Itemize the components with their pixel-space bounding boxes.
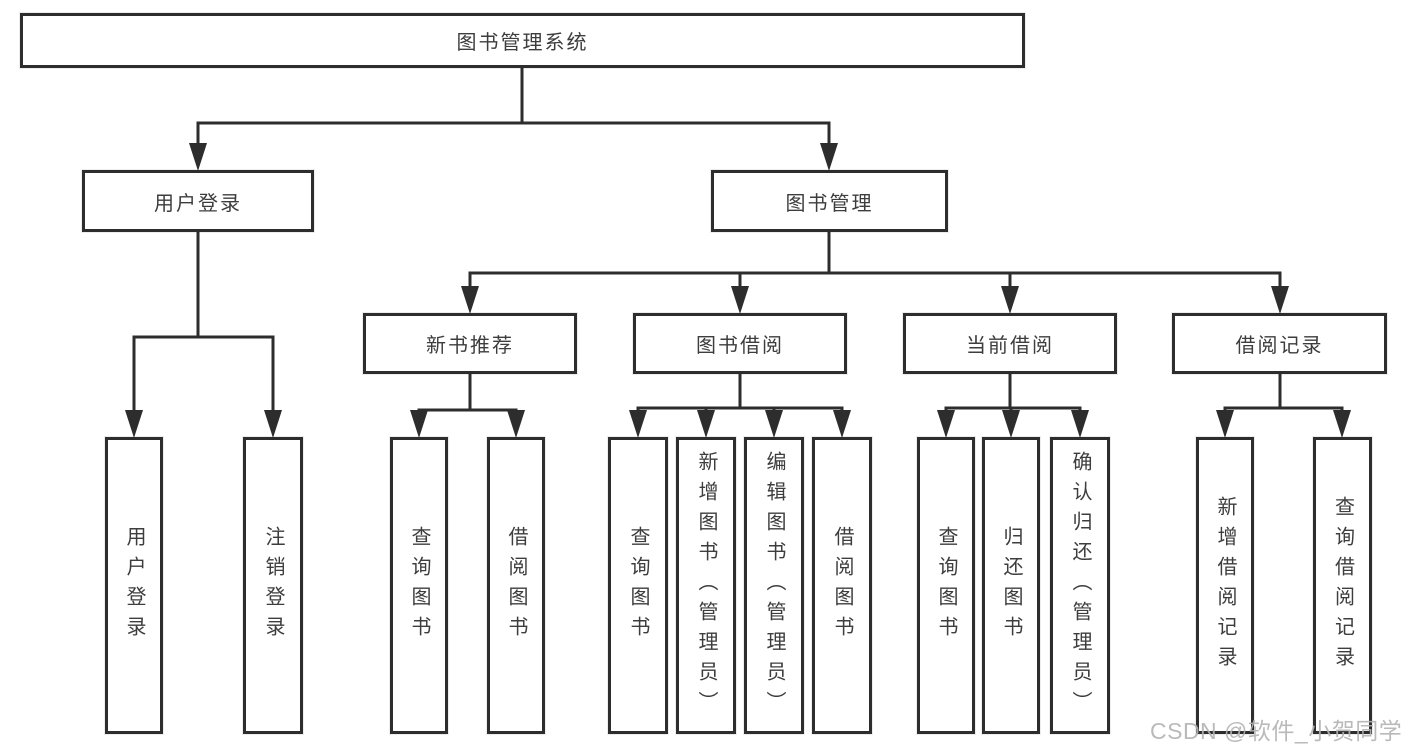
node-label: 查询图书 bbox=[408, 525, 430, 646]
node-label: 新增图书（管理员） bbox=[695, 450, 717, 721]
node-label: 注销登录 bbox=[262, 525, 284, 646]
node-library-management-system: 图书管理系统 bbox=[20, 13, 1025, 68]
node-label: 借阅记录 bbox=[1235, 335, 1324, 357]
leaf-query-borrow-record: 查询借阅记录 bbox=[1313, 437, 1372, 734]
node-new-book-recommend: 新书推荐 bbox=[363, 313, 577, 374]
node-book-management: 图书管理 bbox=[711, 170, 948, 232]
node-label: 当前借阅 bbox=[966, 335, 1054, 357]
csdn-watermark: CSDN @软件_小贺同学 bbox=[1150, 718, 1403, 744]
node-label: 新书推荐 bbox=[426, 335, 514, 357]
node-label: 图书管理 bbox=[785, 192, 874, 215]
node-label: 查询图书 bbox=[935, 525, 957, 646]
leaf-edit-book-admin: 编辑图书（管理员） bbox=[744, 437, 804, 734]
leaf-query-books-current: 查询图书 bbox=[917, 437, 975, 734]
node-label: 图书借阅 bbox=[696, 335, 784, 357]
leaf-query-books-recommend: 查询图书 bbox=[390, 437, 448, 734]
node-label: 查询图书 bbox=[627, 525, 649, 646]
node-label: 借阅图书 bbox=[831, 525, 853, 646]
node-label: 借阅图书 bbox=[505, 525, 527, 646]
leaf-confirm-return-admin: 确认归还（管理员） bbox=[1050, 437, 1110, 734]
leaf-user-login: 用户登录 bbox=[105, 437, 163, 734]
leaf-logout: 注销登录 bbox=[243, 437, 303, 734]
node-label: 确认归还（管理员） bbox=[1069, 450, 1091, 721]
node-label: 归还图书 bbox=[1000, 525, 1022, 646]
node-user-login: 用户登录 bbox=[82, 170, 314, 232]
node-label: 用户登录 bbox=[123, 525, 145, 646]
arrowheads bbox=[125, 143, 1351, 438]
node-book-borrowing: 图书借阅 bbox=[633, 313, 847, 374]
node-label: 用户登录 bbox=[154, 192, 242, 215]
leaf-borrow-books: 借阅图书 bbox=[812, 437, 872, 734]
node-current-borrowing: 当前借阅 bbox=[903, 313, 1117, 374]
leaf-add-book-admin: 新增图书（管理员） bbox=[676, 437, 736, 734]
leaf-add-borrow-record: 新增借阅记录 bbox=[1196, 437, 1254, 734]
leaf-query-books-borrowing: 查询图书 bbox=[608, 437, 668, 734]
node-label: 新增借阅记录 bbox=[1214, 495, 1236, 676]
node-label: 查询借阅记录 bbox=[1331, 495, 1354, 676]
leaf-borrow-books-recommend: 借阅图书 bbox=[487, 437, 545, 734]
leaf-return-books: 归还图书 bbox=[982, 437, 1040, 734]
node-label: 图书管理系统 bbox=[456, 32, 589, 54]
node-label: 编辑图书（管理员） bbox=[763, 450, 785, 721]
node-borrow-records: 借阅记录 bbox=[1172, 313, 1387, 374]
